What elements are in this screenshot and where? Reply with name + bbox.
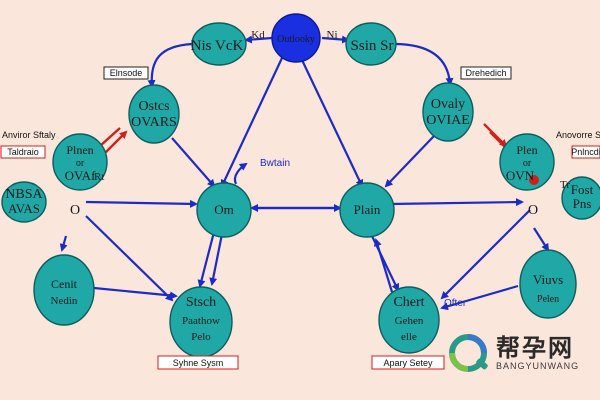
edge-o-to-cenit: [59, 235, 68, 252]
edge-bwtain: [233, 162, 248, 185]
edge-o-to-stsch: [85, 215, 174, 302]
box-syhne-sysm: Syhne Sysm: [157, 355, 239, 370]
bottom-far-left-node: [33, 254, 95, 326]
drehedich-label: Drehedich: [465, 68, 506, 78]
watermark: 帮孕网 BANGYUNWANG: [448, 330, 588, 376]
right-o-label: O: [528, 203, 538, 218]
edge-plain-to-chert: [371, 235, 400, 292]
edge-top-to-ssin: [321, 35, 350, 44]
box-taldraio: Taldraio: [0, 145, 46, 159]
bottom-center-right-label-2: Gehen: [395, 315, 424, 327]
edge-top-to-om: [220, 57, 283, 188]
top-left-label: Nis VcK: [191, 38, 244, 54]
watermark-en-text: BANGYUNWANG: [496, 361, 580, 371]
left-inner-label-3: OVAf: [65, 168, 96, 183]
bottom-far-right-label-1: Viuvs: [533, 272, 563, 287]
bangyunwang-logo-icon: [449, 334, 488, 372]
red-dot: [529, 175, 539, 185]
box-apary-setey: Apary Setey: [371, 355, 445, 370]
mid-right-upper-label-2: OVIAE: [426, 113, 470, 128]
bottom-center-left-label-3: Pelo: [191, 331, 211, 343]
right-inner-label-3: OVN: [506, 168, 535, 183]
edge-nbsa-to-om: [85, 199, 198, 208]
red-arrow-right: [483, 123, 508, 148]
anviror-left-label: Anviror Sftaly: [2, 130, 56, 140]
mid-right-upper-node: [422, 82, 474, 142]
watermark-cn-text: 帮孕网: [496, 334, 574, 362]
edge-ssin-to-ovaly: [393, 42, 454, 86]
top-center-label: Outlooky: [277, 34, 315, 45]
mid-left-upper-label-1: Ostcs: [138, 99, 169, 114]
connector-lines: [59, 35, 550, 311]
right-inner-node: [499, 133, 555, 191]
bwtain-label: Bwtain: [260, 158, 290, 169]
box-elnsode: Elnsode: [103, 66, 149, 80]
edge-om-to-stsch-2: [209, 233, 224, 286]
far-left-label-2: AVAS: [8, 201, 40, 216]
bottom-far-right-node: [519, 249, 577, 319]
anviror-right-label: Anovorre Srtaty: [556, 130, 600, 140]
top-left-mark: Kd: [251, 29, 265, 41]
right-inner-label-2: or: [523, 158, 532, 169]
syhne-sysm-label: Syhne Sysm: [173, 358, 224, 368]
top-right-node: [345, 22, 397, 66]
center-left-node: [196, 182, 252, 238]
edge-viuvs-to-chert: [440, 284, 519, 311]
mid-right-upper-label-1: Ovaly: [431, 97, 465, 112]
edge-top-to-nis: [244, 35, 273, 44]
top-right-label: Ssin Sr: [351, 38, 394, 54]
edge-cenit-to-stsch: [93, 286, 178, 300]
edge-o-to-viuvs: [533, 227, 550, 252]
top-center-node: [271, 13, 321, 63]
bottom-far-right-label-2: Pelen: [537, 294, 559, 305]
ofter-label: Ofter: [444, 298, 467, 309]
pnlncdi-label: Pnlncdi: [571, 147, 600, 157]
far-right-label-1: Fost: [571, 182, 594, 197]
center-right-label: Plain: [354, 202, 381, 217]
elnsode-label: Elnsode: [110, 68, 143, 78]
edge-top-to-plain: [301, 59, 364, 188]
edge-nis-to-ostcs: [147, 42, 193, 88]
bottom-center-right-label-3: elle: [401, 331, 417, 343]
right-inner-label-1: Plen: [516, 143, 537, 157]
edge-ostcs-to-om: [171, 137, 216, 188]
mid-left-upper-node: [128, 84, 180, 144]
bottom-center-left-label-2: Paathow: [182, 315, 220, 327]
far-left-node: [1, 181, 47, 223]
bottom-center-right-label-1: Chert: [393, 295, 424, 310]
red-arrow-left-2: [99, 127, 121, 147]
left-inner-label-2: or: [76, 158, 85, 169]
tr-label: Tr: [560, 179, 570, 191]
box-pnlncdi: Pnlncdi: [571, 145, 600, 159]
apary-setey-label: Apary Setey: [383, 358, 433, 368]
left-o-label: O: [70, 203, 80, 218]
box-drehedich: Drehedich: [460, 66, 512, 80]
top-left-node: [191, 22, 247, 66]
bottom-center-left-label-1: Stsch: [186, 295, 216, 310]
center-left-label: Om: [214, 202, 234, 217]
bottom-far-left-label-2: Nedin: [51, 295, 78, 307]
edge-ovaly-to-plain: [384, 135, 435, 188]
left-inner-node: [52, 133, 108, 191]
edge-om-to-stsch: [197, 231, 216, 288]
taldraio-label: Taldraio: [7, 147, 39, 157]
center-right-node: [339, 182, 395, 238]
bottom-center-right-node: [378, 286, 440, 354]
far-right-label-2: Pns: [573, 196, 592, 211]
left-inner-label-1: Plnen: [66, 143, 93, 157]
top-right-mark: Ni: [327, 29, 338, 41]
far-right-node: [561, 176, 600, 220]
far-left-label-1: NBSA: [5, 187, 43, 202]
edge-plain-to-fost: [389, 198, 524, 207]
edge-chert-to-plain: [373, 238, 394, 293]
mid-left-upper-label-2: OVARS: [131, 115, 177, 130]
bottom-far-left-label-1: Cenit: [51, 277, 78, 291]
rt-label: Rt: [94, 171, 104, 183]
edge-fost-to-chert: [440, 209, 531, 300]
